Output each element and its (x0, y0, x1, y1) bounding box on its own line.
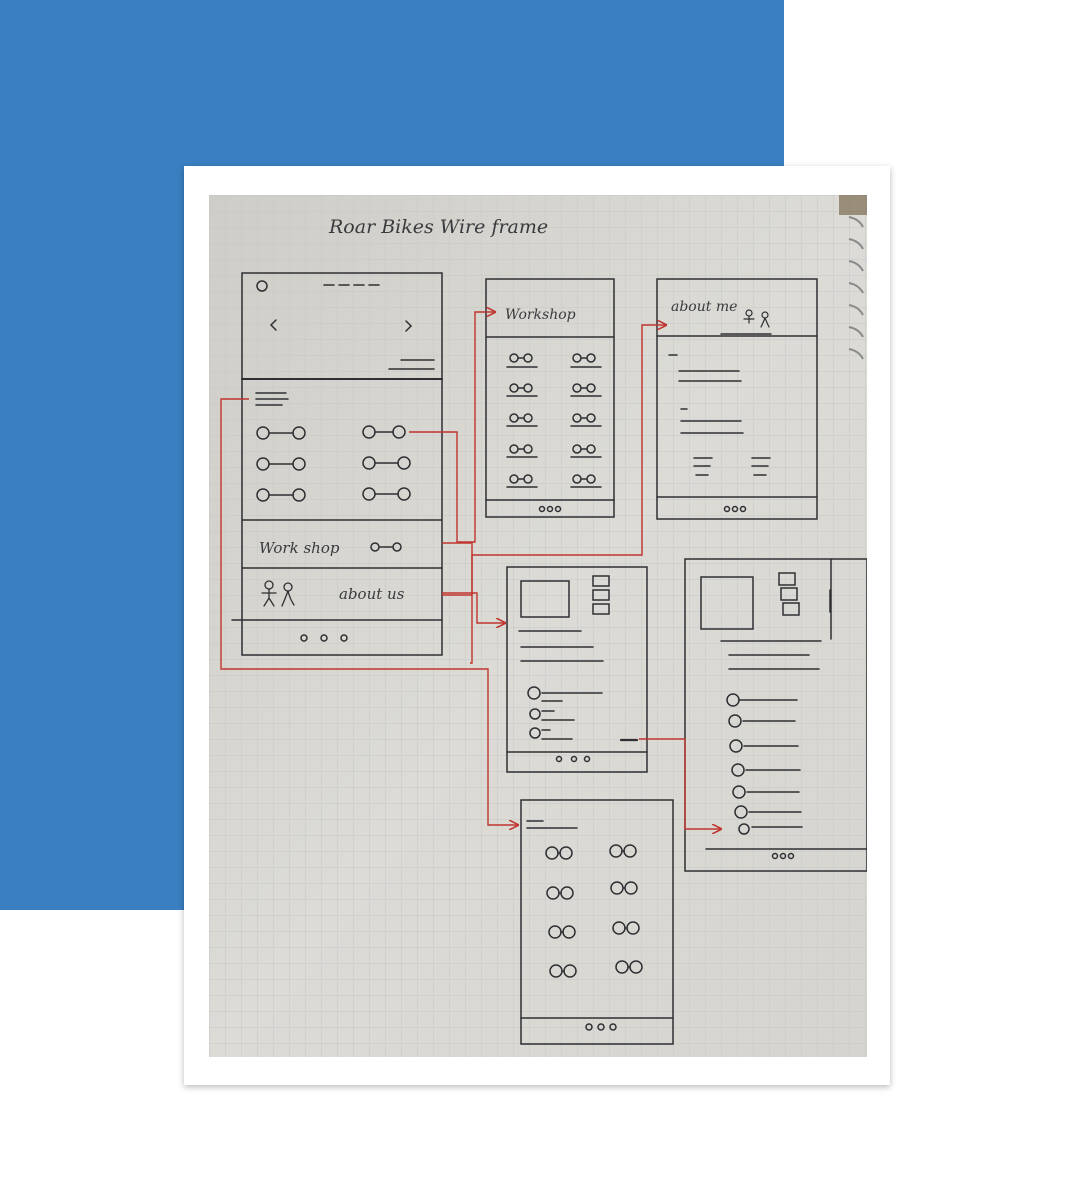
carousel-right-icon (405, 320, 413, 332)
bike-icon (545, 844, 643, 978)
people-icon (261, 580, 295, 607)
home-workshop-label: Work shop (259, 539, 340, 557)
about-header-label: about me (671, 299, 737, 315)
home-screen-wireframe (231, 272, 443, 656)
product-detail-screen-wireframe (506, 566, 648, 773)
workshop-header-label: Workshop (505, 307, 576, 323)
sketch-title: Roar Bikes Wire frame (328, 216, 548, 238)
navigation-arrows (220, 312, 721, 829)
wireframe-sketch-photo: Roar Bikes Wire frame (209, 195, 867, 1057)
bike-icon (370, 542, 402, 552)
expanded-detail-screen-wireframe (684, 558, 867, 872)
image-placeholder (700, 576, 754, 630)
bike-icon (506, 353, 602, 488)
spiral-binding-icon (848, 216, 864, 360)
people-icon (743, 309, 770, 328)
bikes-list-screen-wireframe (520, 799, 674, 1045)
home-about-label: about us (339, 585, 405, 603)
photo-frame: Roar Bikes Wire frame (184, 166, 890, 1085)
logo-circle-icon (256, 280, 268, 292)
bike-icon (256, 425, 411, 502)
image-placeholder (520, 580, 570, 618)
about-screen-wireframe (656, 278, 818, 520)
workshop-screen-wireframe (485, 278, 615, 518)
carousel-left-icon (269, 319, 277, 331)
